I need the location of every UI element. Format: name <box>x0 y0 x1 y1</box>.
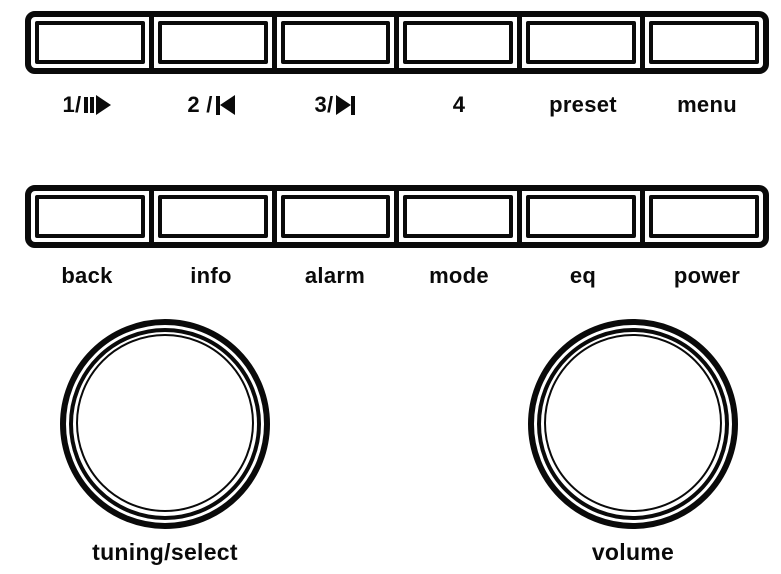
label-power: power <box>645 260 769 292</box>
key-face <box>403 21 514 64</box>
label-mode: mode <box>397 260 521 292</box>
label-text: power <box>673 263 741 288</box>
right-triangle <box>336 95 352 115</box>
key-2-previous[interactable] <box>148 17 272 68</box>
label-text: 2 / <box>187 92 213 117</box>
pause-bar <box>84 97 89 113</box>
knob-outer-ring <box>537 328 729 520</box>
key-menu[interactable] <box>640 17 763 68</box>
label-text: tuning/select <box>92 538 238 565</box>
key-face <box>526 195 637 238</box>
label-text: menu <box>677 92 737 117</box>
key-4[interactable] <box>394 17 517 68</box>
key-face <box>649 21 759 64</box>
label-text: volume <box>591 538 675 565</box>
label-text: 3/ <box>314 92 334 117</box>
key-preset[interactable] <box>517 17 640 68</box>
key-face <box>280 21 391 64</box>
volume-label: volume <box>493 536 773 568</box>
label-text: mode <box>429 263 489 288</box>
label-back: back <box>25 260 149 292</box>
label-text: back <box>61 263 113 288</box>
play-pause-icon <box>84 95 112 115</box>
key-mode[interactable] <box>394 191 517 242</box>
key-face <box>35 195 145 238</box>
key-face <box>35 21 145 64</box>
middle-button-bar <box>25 185 769 248</box>
tuning-select-label: tuning/select <box>25 536 305 568</box>
label-text: 1/ <box>62 92 82 117</box>
label-preset: preset <box>521 89 645 121</box>
key-alarm[interactable] <box>271 191 395 242</box>
knob-outer-ring <box>69 328 261 520</box>
key-back[interactable] <box>31 191 149 242</box>
middle-label-row: back info alarm mode eq power <box>25 260 769 292</box>
key-face <box>280 195 391 238</box>
skip-bar <box>215 95 220 115</box>
key-face <box>526 21 637 64</box>
label-3-next: 3/ <box>273 89 397 121</box>
key-eq[interactable] <box>517 191 640 242</box>
label-text: preset <box>549 92 617 117</box>
top-label-row: 1/ 2 / 3/ 4 preset <box>25 89 769 121</box>
label-1-play-pause: 1/ <box>25 89 149 121</box>
label-text: eq <box>569 263 597 288</box>
key-face <box>649 195 759 238</box>
key-face <box>157 195 268 238</box>
label-text: alarm <box>304 263 366 288</box>
label-text: 4 <box>452 92 466 117</box>
left-triangle <box>219 95 235 115</box>
label-eq: eq <box>521 260 645 292</box>
key-face <box>403 195 514 238</box>
knob-dial-circle <box>76 334 254 512</box>
skip-bar <box>351 95 356 115</box>
label-text: info <box>190 263 232 288</box>
key-1-play-pause[interactable] <box>31 17 149 68</box>
knob-dial-circle <box>544 334 722 512</box>
pause-bar <box>90 97 95 113</box>
key-face <box>157 21 268 64</box>
tuning-select-knob[interactable] <box>60 319 270 529</box>
skip-previous-icon <box>215 95 235 115</box>
play-triangle <box>96 95 112 115</box>
key-3-next[interactable] <box>271 17 395 68</box>
label-info: info <box>149 260 273 292</box>
label-alarm: alarm <box>273 260 397 292</box>
key-power[interactable] <box>640 191 763 242</box>
label-2-previous: 2 / <box>149 89 273 121</box>
label-menu: menu <box>645 89 769 121</box>
top-button-bar <box>25 11 769 74</box>
label-4: 4 <box>397 89 521 121</box>
key-info[interactable] <box>148 191 272 242</box>
skip-next-icon <box>336 95 356 115</box>
volume-knob[interactable] <box>528 319 738 529</box>
